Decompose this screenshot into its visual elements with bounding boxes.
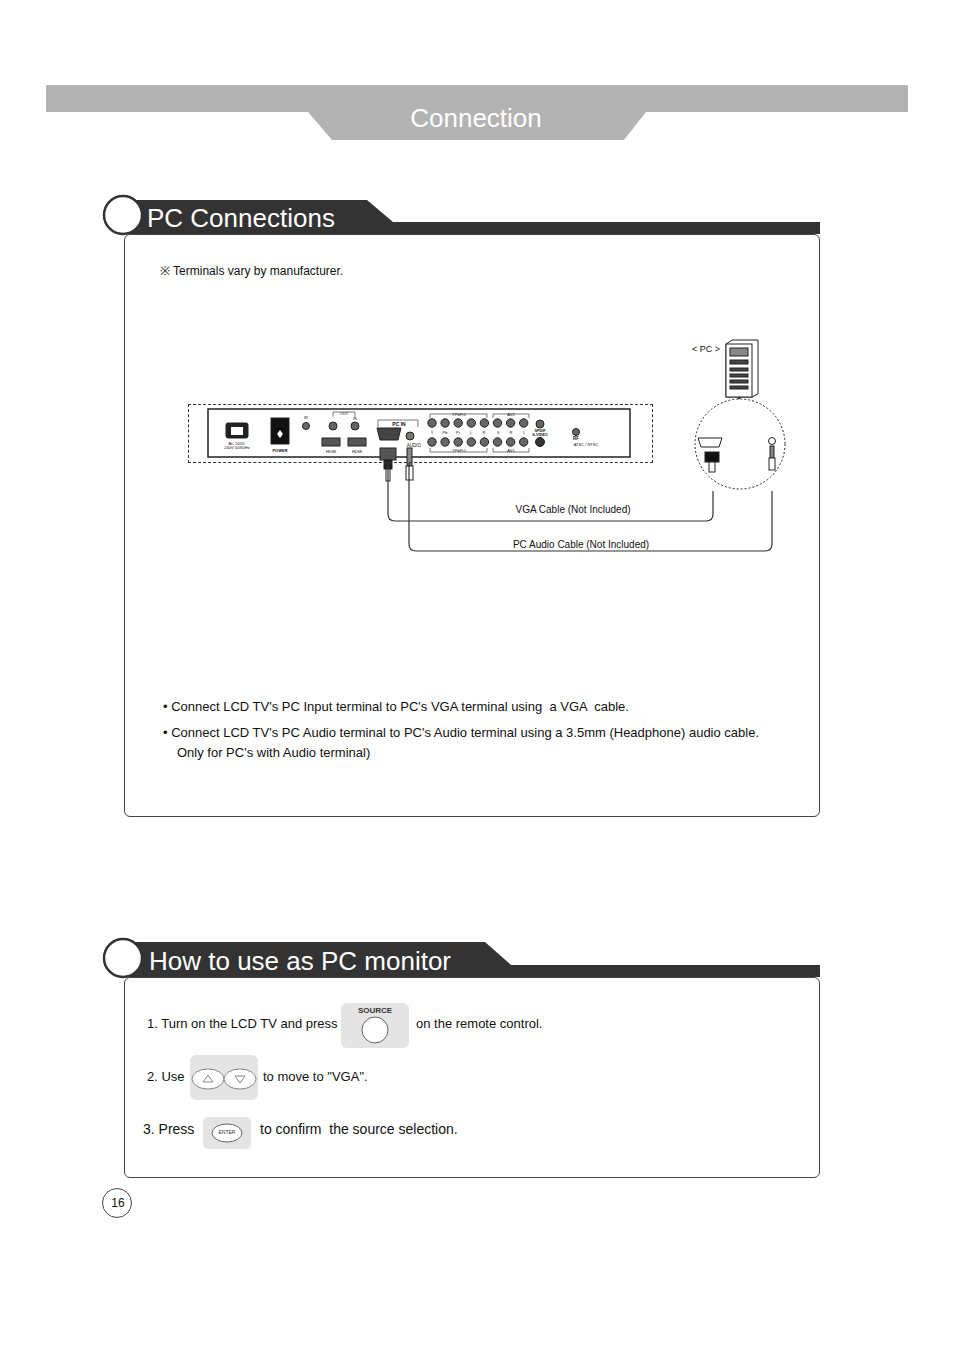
port-label: IR (304, 416, 308, 420)
port-label: HDMI (352, 450, 362, 454)
port-label: RF (573, 437, 579, 442)
page-number-circle: 16 (102, 1188, 132, 1218)
port-label: OUT (340, 412, 348, 416)
port-label: HDMI (326, 450, 336, 454)
step-text: on the remote control. (416, 1017, 542, 1031)
rca-jack (428, 419, 436, 427)
rca-jack (480, 438, 488, 446)
rca-jack (467, 419, 475, 427)
rca-jack (480, 419, 488, 427)
step-text: 2. Use (147, 1070, 185, 1084)
rca-jack (441, 419, 449, 427)
enter-button: ENTER (203, 1117, 251, 1149)
page-number: 16 (111, 1197, 124, 1210)
port-label: Pb (443, 430, 448, 434)
av-jacks (428, 419, 528, 446)
port-label: S-VIDEO (532, 433, 548, 437)
port-label: Y (431, 430, 434, 434)
instruction-text: Only for PC's with Audio terminal) (177, 746, 370, 760)
tv-rear-panel (208, 409, 630, 457)
cable-line (409, 463, 772, 551)
tv-rear-outline: PC IN AUDIO (188, 404, 653, 463)
port-label: AUDIO (407, 444, 421, 449)
instruction-text: • Connect LCD TV's PC Audio terminal to … (163, 726, 759, 740)
port-label: PC IN (392, 422, 405, 428)
cable-label: VGA Cable (Not Included) (513, 504, 632, 515)
port-label: ATSC / NTSC (574, 443, 599, 447)
rca-jack (441, 438, 449, 446)
port-label: AC 100V-240V 50/60Hz (224, 442, 250, 451)
cable-label: PC Audio Cable (Not Included) (511, 539, 651, 550)
port-label: AV2 (507, 413, 514, 417)
step-text: to confirm the source selection. (260, 1122, 458, 1137)
port-label: AV1 (507, 449, 514, 453)
step-text: to move to "VGA". (263, 1070, 368, 1084)
port-label: V (497, 430, 500, 434)
header-circle (104, 939, 142, 977)
step-text: 1. Turn on the LCD TV and press (147, 1017, 338, 1031)
port-label: YPbPr2 (452, 413, 466, 417)
pc-label: < PC > (692, 345, 720, 355)
rca-jack (428, 438, 436, 446)
pc-tower (726, 340, 758, 405)
rca-jack (454, 419, 462, 427)
source-button: SOURCE (341, 1003, 409, 1048)
section-heading: PC Connections (147, 204, 335, 233)
instruction-text: • Connect LCD TV's PC Input terminal to … (163, 700, 629, 714)
cable-line (388, 463, 713, 521)
header-band (122, 200, 820, 234)
header-circle (104, 196, 142, 234)
step-text: 3. Press (143, 1122, 194, 1137)
page-title: Connection (410, 104, 542, 133)
updown-button (190, 1055, 258, 1100)
pc-port-zoom (695, 399, 785, 489)
header-band (122, 942, 820, 977)
rca-jack (493, 438, 501, 446)
rca-jack (506, 419, 514, 427)
rca-jack (467, 438, 475, 446)
note: ※ Terminals vary by manufacturer. (160, 265, 343, 278)
rca-jack (454, 438, 462, 446)
port-label: L (470, 430, 472, 434)
rca-jack (520, 419, 528, 427)
button-label: SOURCE (358, 1007, 392, 1016)
port-label: SPDIF (534, 428, 545, 432)
port-label: IN (353, 417, 357, 421)
section-panel: How to use as PC monitorSOURCEENTER (124, 977, 820, 1178)
port-label: R (483, 430, 486, 434)
pc-box: < PC > (689, 339, 787, 491)
port-label: R (510, 430, 513, 434)
port-label: L (523, 430, 525, 434)
port-label: YPbPr1 (452, 449, 466, 453)
rca-jack (506, 438, 514, 446)
rca-jack (520, 438, 528, 446)
section-heading: How to use as PC monitor (149, 947, 451, 976)
button-label: ENTER (219, 1130, 236, 1136)
port-label: Pr (456, 430, 460, 434)
port-label: POWER (272, 449, 287, 453)
cable-plugs (380, 448, 413, 481)
rca-jack (493, 419, 501, 427)
